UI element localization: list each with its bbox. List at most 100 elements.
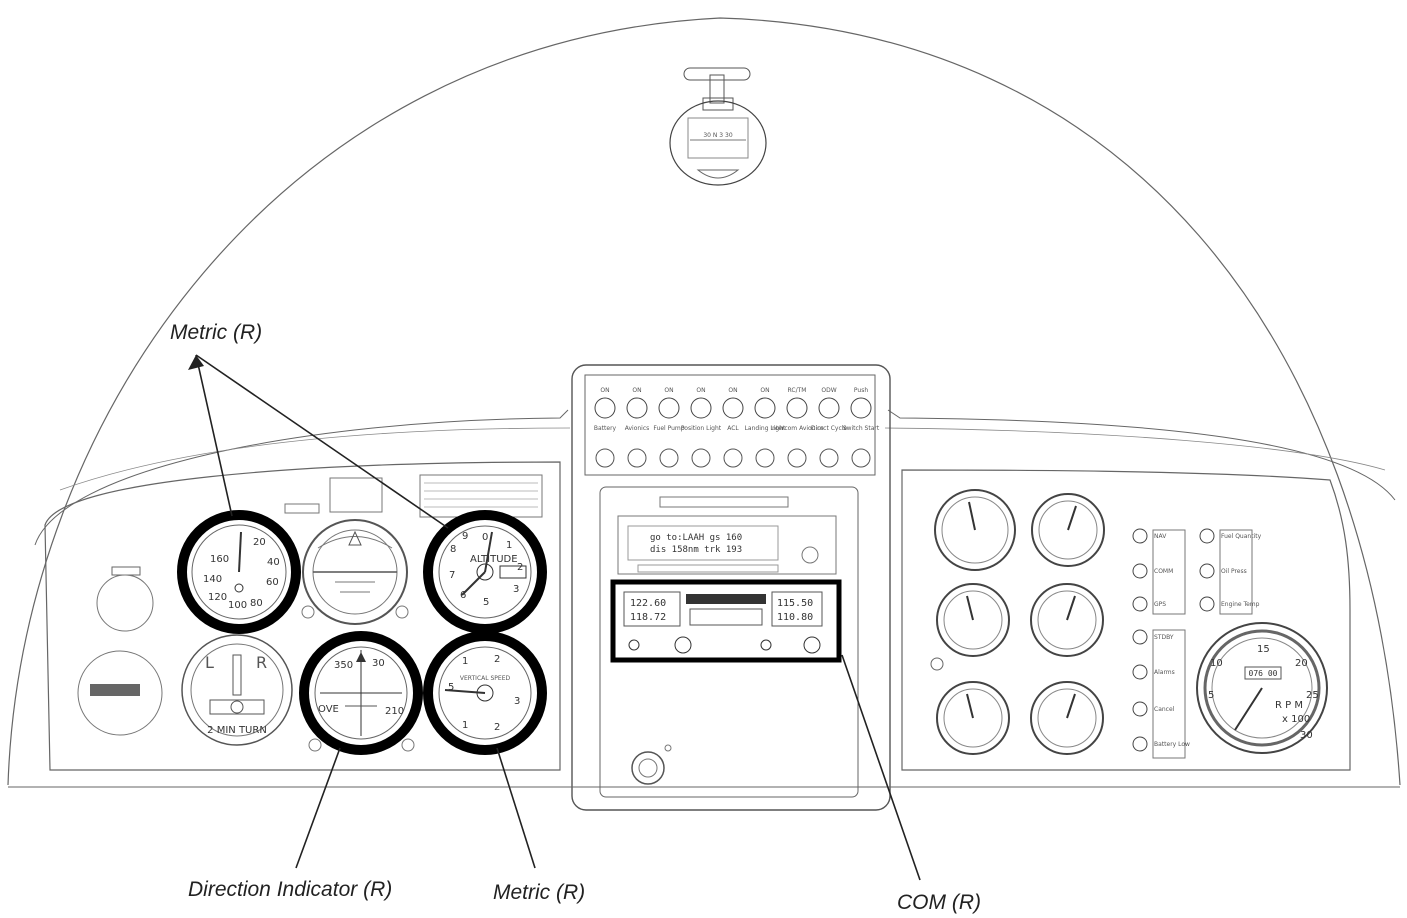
switch-top-label: ON [760,387,769,394]
circuit-breaker[interactable] [851,448,871,468]
callout-leaders [188,354,921,881]
svg-text:210: 210 [385,706,404,717]
side-knob[interactable] [930,657,944,671]
toggle-switch[interactable] [594,397,616,419]
circuit-breaker[interactable] [659,448,679,468]
center-panel-outline [571,364,891,811]
toggle-switch[interactable] [626,397,648,419]
circuit-breaker[interactable] [627,448,647,468]
svg-text:0: 0 [482,532,488,543]
switch-top-label: ON [600,387,609,394]
callout-com: COM (R) [897,891,981,914]
toggle-switch[interactable] [722,397,744,419]
switch-bottom-label: Landing Light [745,425,786,432]
compass-scale: 30 N 3 30 [703,132,732,139]
annunciator-light [1199,596,1215,612]
left-blank-gauge [96,574,154,632]
circuit-breaker[interactable] [787,448,807,468]
switch-bottom-label: Direct Cycle [811,425,848,432]
svg-text:5: 5 [448,682,454,693]
engine-gauge [936,681,1010,755]
svg-text:30: 30 [372,658,385,669]
rpm-scale: x 100 [1282,714,1310,725]
engine-gauge [1030,681,1104,755]
toggle-switch[interactable] [754,397,776,419]
toggle-switch[interactable] [658,397,680,419]
altimeter: 01 23 56 78 9 ALTITUDE [423,510,547,634]
svg-text:5: 5 [1208,690,1214,701]
switch-bottom-label: ACL [727,425,739,432]
switch-top-label: RC/TM [788,387,807,394]
nav-standby-freq: 110.80 [777,612,813,623]
toggle-switch[interactable] [690,397,712,419]
com-active-freq: 122.60 [630,598,666,609]
svg-text:2: 2 [494,654,500,665]
svg-text:1: 1 [506,540,512,551]
circuit-breaker[interactable] [819,448,839,468]
annunciator-light [1132,563,1148,579]
svg-text:10: 10 [1210,658,1223,669]
toggle-switch[interactable] [786,397,808,419]
toggle-switch[interactable] [850,397,872,419]
nav-active-freq: 115.50 [777,598,813,609]
annunciator-label: Oil Press [1221,568,1247,575]
circuit-breaker[interactable] [691,448,711,468]
svg-text:140: 140 [203,574,222,585]
annunciator-light [1132,528,1148,544]
svg-text:R: R [256,653,267,672]
engine-gauge [1031,493,1105,567]
left-panel-outline [44,461,561,771]
circuit-breaker[interactable] [723,448,743,468]
circuit-breaker[interactable] [755,448,775,468]
avionics-stack: go to:LAAH gs 160 dis 158nm trk 193 [599,486,859,798]
placard-1 [329,477,383,513]
switch-top-label: ON [728,387,737,394]
callout-direction-indicator: Direction Indicator (R) [188,878,393,901]
annunciator-light [1132,701,1148,717]
svg-text:25: 25 [1306,690,1319,701]
svg-text:350: 350 [334,660,353,671]
annunciator-label: Fuel Quantity [1221,533,1262,540]
engine-gauge [934,489,1016,571]
switch-bottom-label: Position Light [681,425,722,432]
svg-text:1: 1 [462,720,468,731]
left-placard [111,566,141,576]
annunciator-label: Engine Temp [1221,601,1260,608]
canopy-outline [7,17,1401,786]
vsi-label: VERTICAL SPEED [460,675,511,682]
switch-bottom-label: Intercom Avionics [770,425,823,432]
glare-shield [34,409,1396,546]
turn-coordinator: L R 2 MIN TURN [181,634,293,746]
svg-text:3: 3 [514,696,520,707]
annunciator-label: NAV [1154,533,1167,540]
magnetic-compass: 30 N 3 30 [669,67,767,186]
switch-top-label: Push [854,387,868,394]
turn-label: 2 MIN TURN [207,725,267,736]
svg-text:3: 3 [513,584,519,595]
switch-bottom-label: Battery [594,425,617,432]
svg-text:5: 5 [483,597,489,608]
engine-gauge [1030,583,1104,657]
callout-metric-top: Metric (R) [170,321,263,344]
annunciator-light [1199,563,1215,579]
switch-top-label: ODW [821,387,836,394]
engine-gauge [936,583,1010,657]
right-panel-outline [901,469,1351,771]
toggle-switch[interactable] [818,397,840,419]
annunciator-light [1132,736,1148,752]
svg-text:40: 40 [267,557,280,568]
switch-bottom-label: Switch Start [843,425,880,432]
circuit-breaker[interactable] [595,448,615,468]
switch-top-label: ON [696,387,705,394]
callout-metric-bottom: Metric (R) [493,881,586,904]
annunciator-label: Cancel [1154,706,1175,713]
svg-text:L: L [205,653,214,672]
gps-line-1: go to:LAAH gs 160 [650,533,742,543]
switch-top-label: ON [632,387,641,394]
com-radio: 122.60 118.72 115.50 110.80 [610,579,842,663]
svg-text:2: 2 [517,562,523,573]
